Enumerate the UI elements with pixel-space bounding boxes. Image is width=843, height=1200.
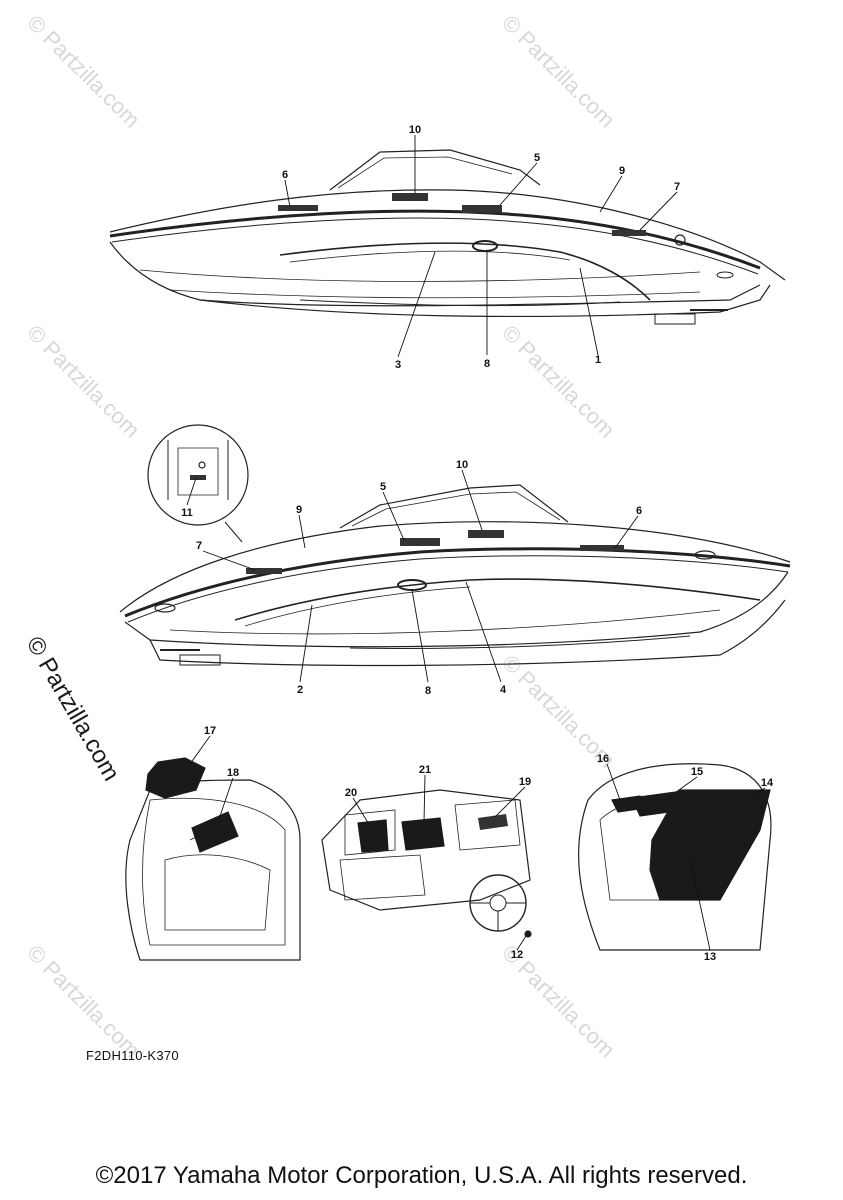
interior-helm-view xyxy=(321,789,532,938)
callout-4: 4 xyxy=(500,684,507,696)
copyright-notice: ©2017 Yamaha Motor Corporation, U.S.A. A… xyxy=(95,1162,748,1189)
callout-10: 10 xyxy=(409,124,421,136)
callout-10b: 10 xyxy=(456,459,468,471)
callout-8: 8 xyxy=(484,358,490,370)
interior-stern-view xyxy=(578,763,772,951)
callout-6: 6 xyxy=(282,169,288,181)
callout-19: 19 xyxy=(519,776,531,788)
callout-5: 5 xyxy=(534,152,540,164)
callout-13: 13 xyxy=(704,951,716,963)
boat-port-view xyxy=(119,484,791,667)
diagram-code: F2DH110-K370 xyxy=(86,1048,179,1063)
interior-bow-view xyxy=(125,757,301,961)
callout-9b: 9 xyxy=(296,504,302,516)
callout-18: 18 xyxy=(227,767,239,779)
callout-17: 17 xyxy=(204,725,216,737)
callout-9: 9 xyxy=(619,165,625,177)
callout-21: 21 xyxy=(419,764,431,776)
callout-labels: 1 2 3 4 5 5 6 6 7 7 8 8 9 9 10 10 11 12 … xyxy=(181,124,774,963)
callout-15: 15 xyxy=(691,766,703,778)
callout-3: 3 xyxy=(395,359,401,371)
callout-1: 1 xyxy=(595,354,601,366)
detail-inset-11 xyxy=(147,424,249,543)
callout-16: 16 xyxy=(597,753,609,765)
callout-8b: 8 xyxy=(425,685,431,697)
callout-7: 7 xyxy=(674,181,680,193)
leader-lines xyxy=(186,135,766,951)
callout-7b: 7 xyxy=(196,540,202,552)
callout-14: 14 xyxy=(761,777,774,789)
callout-6b: 6 xyxy=(636,505,642,517)
callout-20: 20 xyxy=(345,787,357,799)
callout-5b: 5 xyxy=(380,481,386,493)
callout-2: 2 xyxy=(297,684,303,696)
callout-11: 11 xyxy=(181,507,193,519)
callout-12: 12 xyxy=(511,949,523,961)
boat-starboard-view xyxy=(109,149,786,325)
